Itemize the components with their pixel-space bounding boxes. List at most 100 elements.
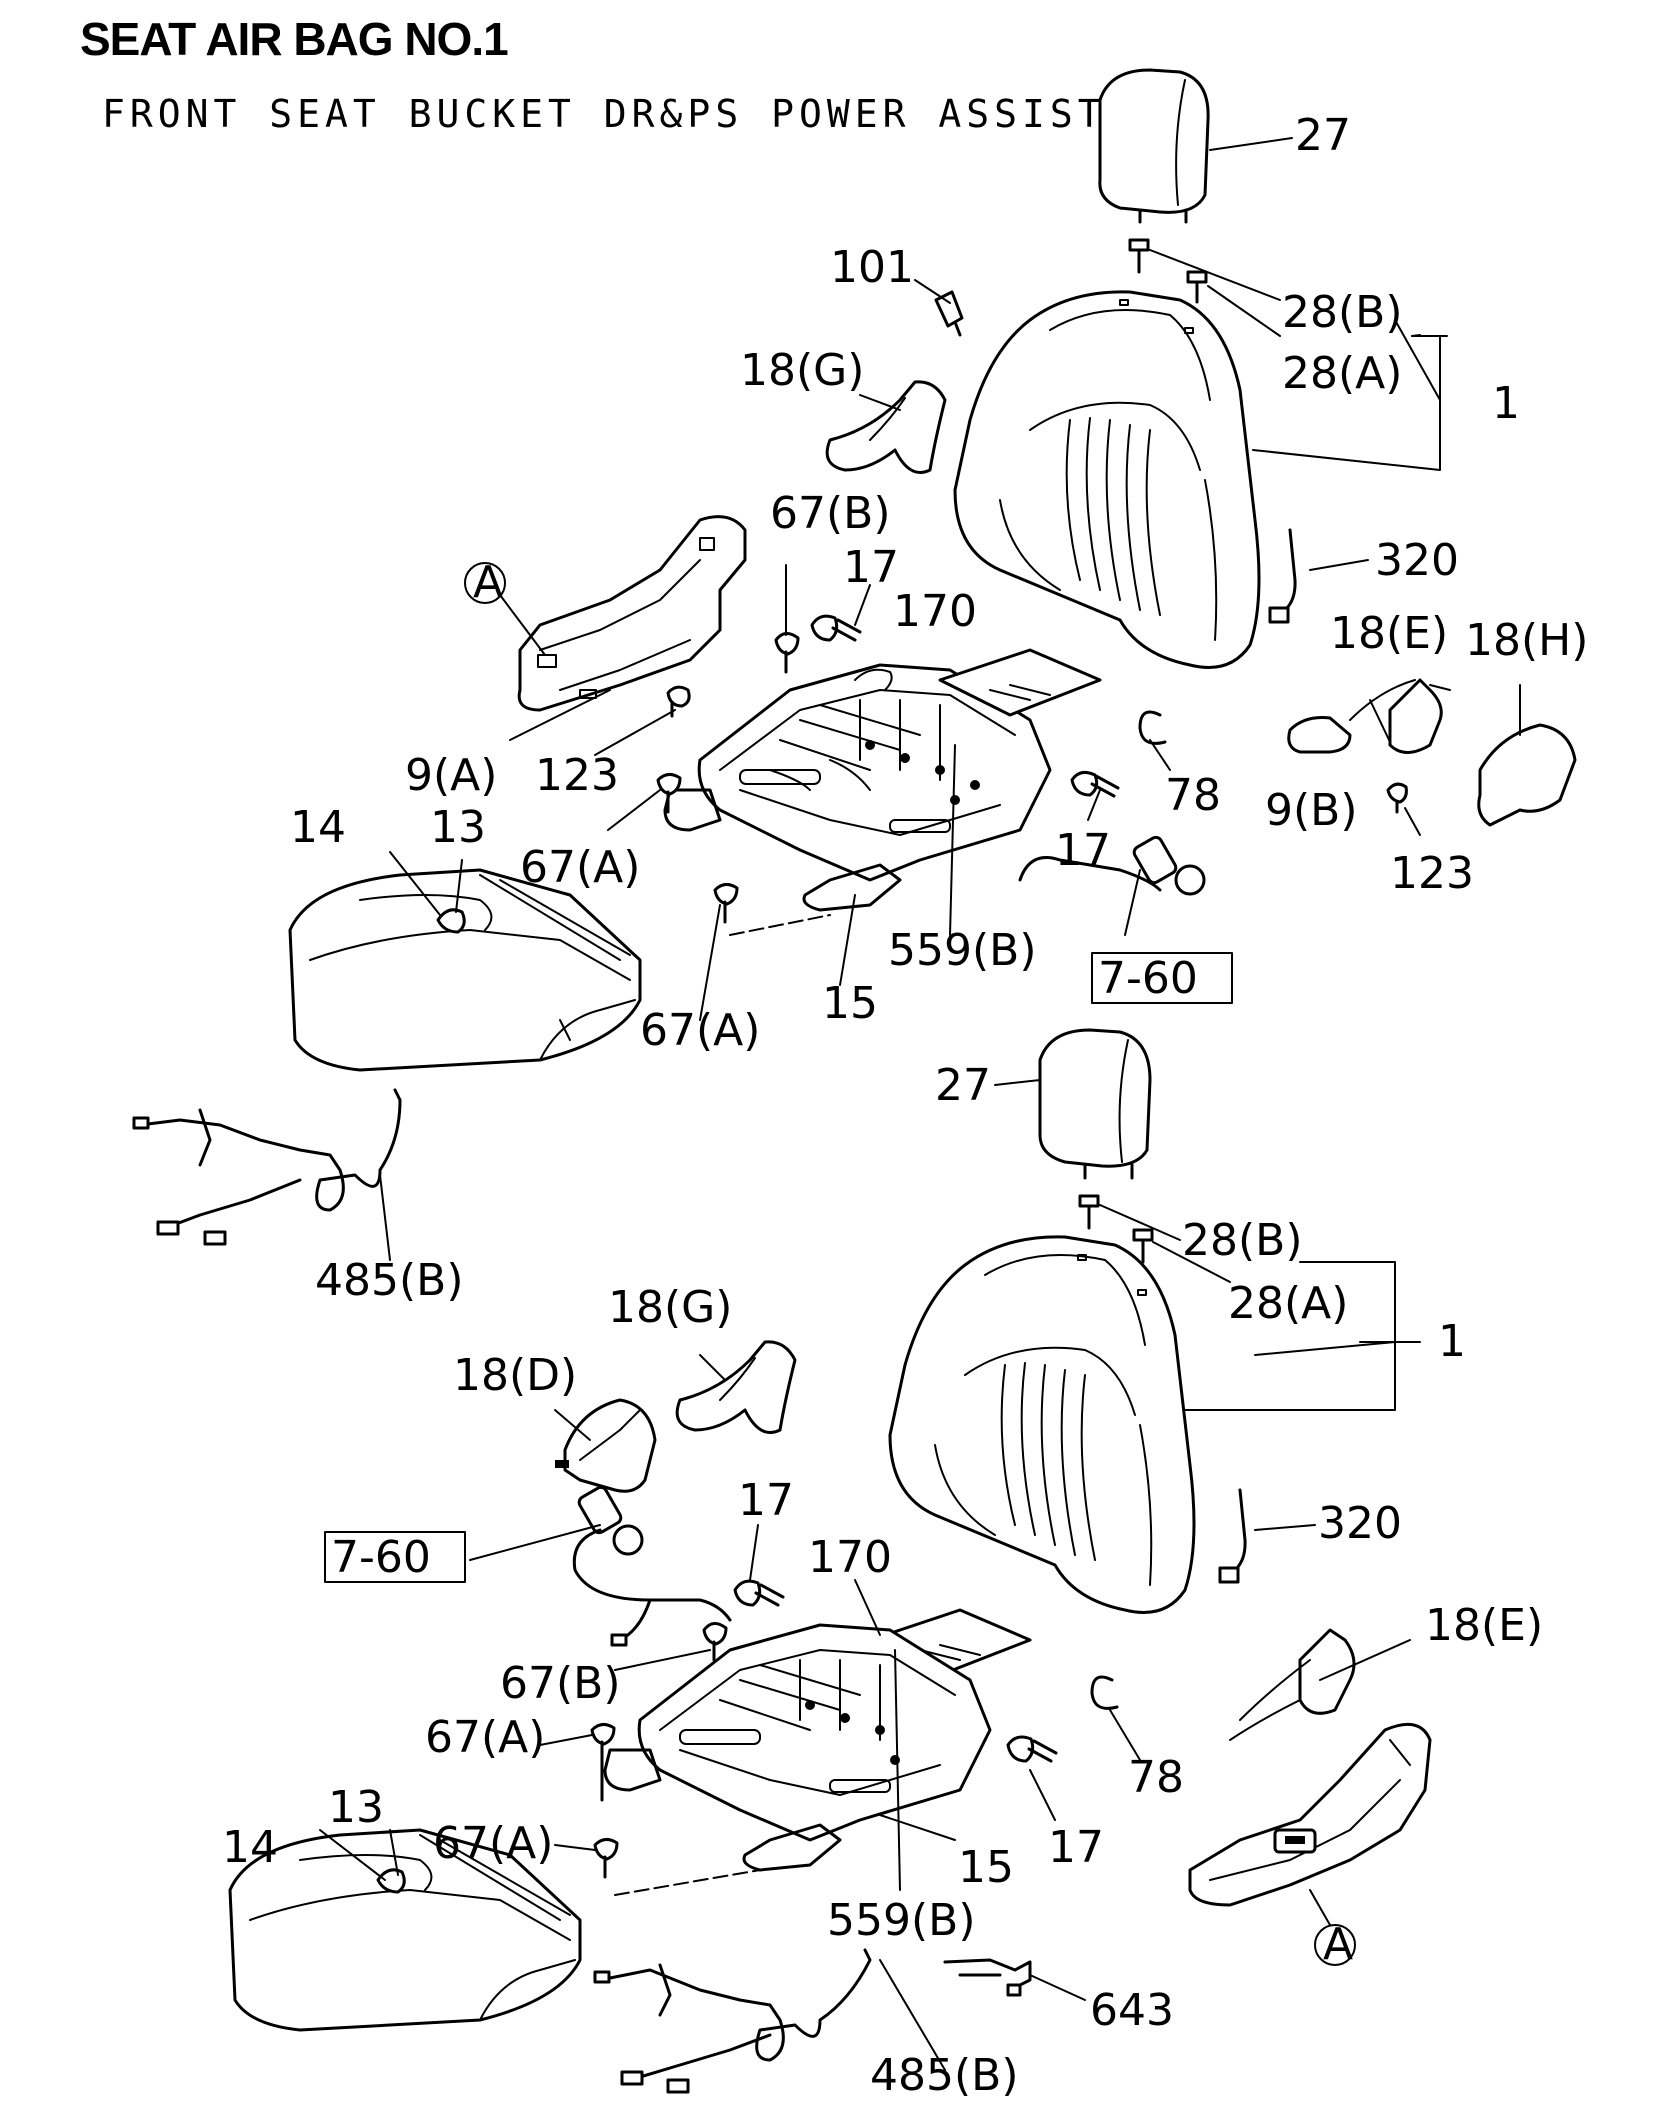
callout-label: 123	[1390, 848, 1474, 899]
callout-label: 170	[808, 1532, 892, 1583]
buckle-part	[572, 1485, 732, 1647]
callout-label: 28(B)	[1182, 1215, 1303, 1266]
wire-harness-part	[593, 1948, 872, 2094]
lower-callout-labels: 27 28(B) 28(A) 1 18(G) 18(D) 320 17 170 …	[222, 1060, 1543, 2101]
reference-box-label: 7-60	[331, 1532, 431, 1583]
callout-label: 67(B)	[500, 1658, 621, 1709]
callout-label: 15	[822, 978, 878, 1029]
bolt-part	[774, 632, 800, 674]
callout-label: 17	[738, 1475, 794, 1526]
side-shield-part	[1188, 1722, 1432, 1907]
trim-cover-part	[555, 1398, 657, 1493]
callout-label: 1	[1492, 378, 1520, 429]
trim-cover-part	[1287, 678, 1577, 827]
callout-label: 28(A)	[1228, 1278, 1348, 1329]
callout-label: 320	[1318, 1498, 1402, 1549]
lower-assembly	[228, 1028, 1432, 2094]
reference-circle-label: A	[1323, 1919, 1353, 1970]
callout-label: 643	[1090, 1985, 1174, 2036]
callout-label: 559(B)	[888, 925, 1037, 976]
callout-label: 27	[935, 1060, 991, 1111]
trim-cover-part	[1229, 1628, 1356, 1741]
wire-part	[1268, 528, 1297, 624]
reference-circle	[464, 562, 506, 604]
trim-cover-part	[675, 1340, 797, 1434]
wire-harness-part	[132, 1088, 402, 1246]
headrest-guide-part	[1128, 238, 1208, 304]
callout-label: 18(E)	[1425, 1600, 1543, 1651]
reference-box	[1091, 952, 1233, 1004]
bolt-part	[1006, 1735, 1058, 1763]
diagram-subtitle: FRONT SEAT BUCKET DR&PS POWER ASSIST	[102, 92, 1106, 136]
callout-label: 18(D)	[453, 1350, 577, 1401]
callout-label: 14	[290, 802, 346, 853]
callout-label: 67(B)	[770, 488, 891, 539]
callout-label: 485(B)	[315, 1255, 464, 1306]
lower-leader-lines	[319, 1079, 1421, 2071]
headrest-guide-part	[1078, 1194, 1154, 1264]
reference-circle	[1314, 1924, 1356, 1966]
clip-part	[1138, 710, 1167, 745]
callout-label: 18(H)	[1465, 615, 1588, 666]
callout-label: 13	[430, 802, 486, 853]
callout-label: 17	[1055, 825, 1111, 876]
callout-label: 1	[1438, 1316, 1466, 1367]
diagram-title: SEAT AIR BAG NO.1	[80, 13, 509, 65]
callout-label: 67(A)	[433, 1818, 553, 1869]
seat-cushion-part	[228, 1828, 582, 2032]
callout-label: 67(A)	[520, 842, 640, 893]
callout-label: 9(A)	[405, 750, 497, 801]
callout-label: 78	[1165, 770, 1221, 821]
headrest-part	[1098, 68, 1210, 224]
bolt-part	[593, 1838, 761, 1896]
callout-label: 101	[830, 242, 914, 293]
trim-cover-part	[825, 380, 947, 474]
callout-label: 485(B)	[870, 2050, 1019, 2101]
callout-label: 123	[535, 750, 619, 801]
bolt-part	[656, 773, 682, 814]
reference-circle-label: A	[473, 557, 503, 608]
bolt-part	[1070, 770, 1120, 798]
seat-frame-part	[603, 1623, 992, 1872]
callout-label: 27	[1295, 110, 1351, 161]
callout-label: 18(G)	[740, 345, 864, 396]
callout-label: 28(A)	[1282, 348, 1402, 399]
callout-label: 28(B)	[1282, 287, 1403, 338]
upper-leader-lines	[379, 137, 1521, 1261]
bolt-part	[810, 614, 862, 642]
callout-label: 18(E)	[1330, 608, 1448, 659]
buckle-part	[1018, 835, 1206, 896]
bolt-part	[702, 1622, 728, 1662]
callout-label: 13	[328, 1782, 384, 1833]
reference-box-label: 7-60	[1098, 953, 1198, 1004]
bolt-part	[713, 883, 831, 936]
callout-label: 17	[1048, 1822, 1104, 1873]
bolt-part	[733, 1579, 785, 1607]
callout-label: 559(B)	[827, 1895, 976, 1946]
seat-cushion-part	[288, 868, 642, 1072]
seat-back-part	[888, 1235, 1196, 1614]
callout-label: 18(G)	[608, 1282, 732, 1333]
clip-part	[1090, 1675, 1119, 1710]
upper-assembly	[132, 68, 1577, 1246]
callout-label: 170	[893, 586, 977, 637]
reference-box	[324, 1531, 466, 1583]
screw-part	[666, 685, 691, 718]
bolt-part	[934, 290, 964, 337]
callout-label: 67(A)	[425, 1712, 545, 1763]
callout-label: 14	[222, 1822, 278, 1873]
bolt-part	[590, 1723, 616, 1802]
callout-label: 78	[1128, 1752, 1184, 1803]
side-shield-part	[517, 515, 747, 712]
clip-part	[943, 1958, 1032, 1997]
callout-label: 15	[958, 1842, 1014, 1893]
wire-part	[1218, 1488, 1247, 1584]
seat-pad-part	[938, 648, 1102, 717]
headrest-part	[1038, 1028, 1152, 1180]
callout-label: 9(B)	[1265, 785, 1358, 836]
callout-label: 17	[843, 542, 899, 593]
upper-callout-labels: 27 101 28(B) 28(A) 1 18(G) 67(B) 17 170 …	[290, 110, 1588, 1306]
callout-label: 67(A)	[640, 1005, 760, 1056]
seat-back-part	[953, 290, 1261, 669]
